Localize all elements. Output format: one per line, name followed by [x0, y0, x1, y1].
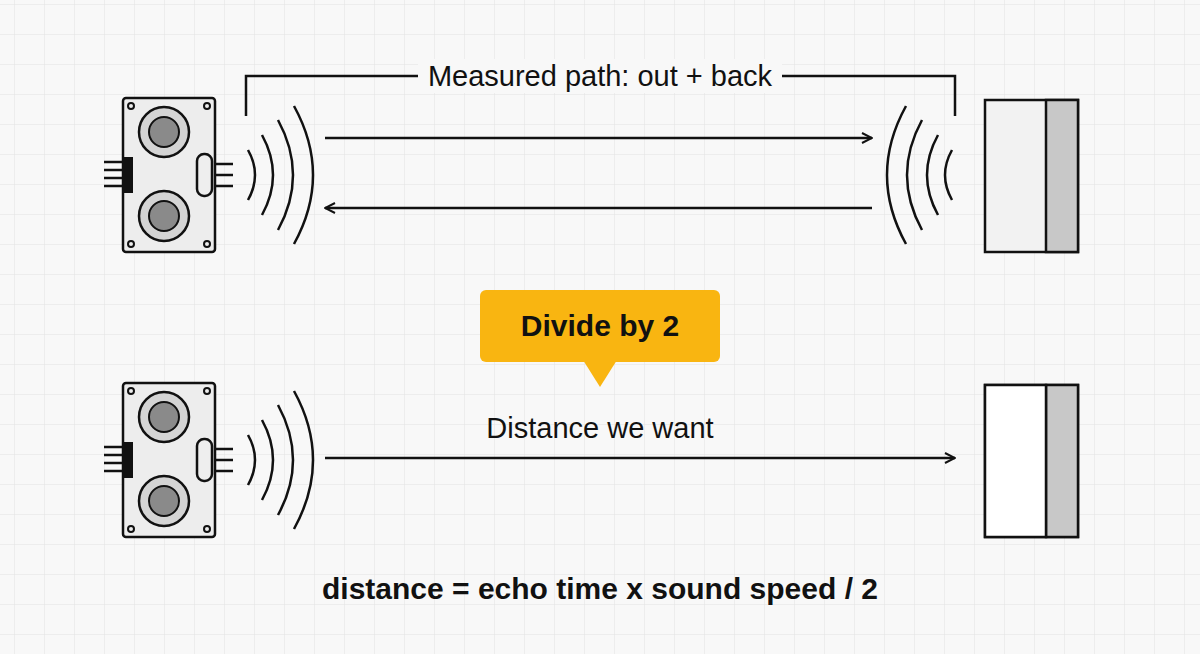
path-label: Distance we want	[476, 411, 723, 446]
formula: distance = echo time x sound speed / 2	[312, 571, 888, 607]
path-label: Measured path: out + back	[418, 59, 782, 94]
callout-box: Divide by 2	[480, 290, 720, 362]
callout-text: Divide by 2	[521, 308, 679, 344]
